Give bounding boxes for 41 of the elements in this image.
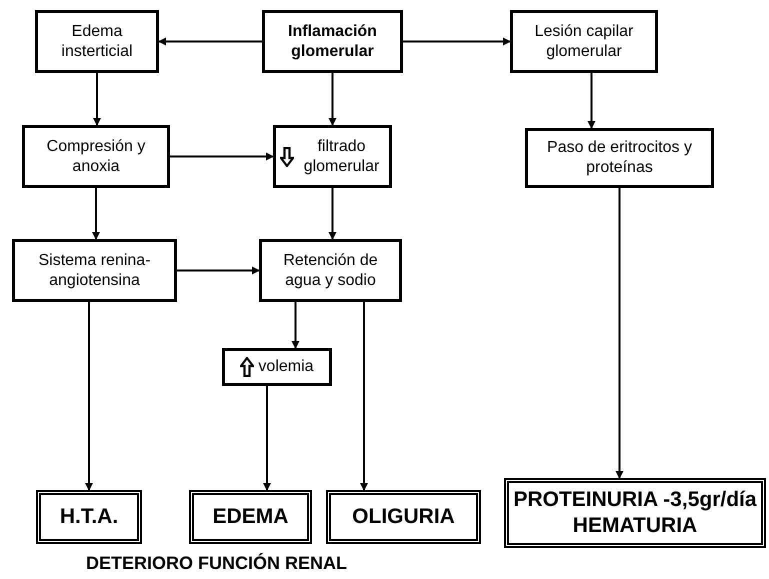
node-text: volemia [258,357,314,377]
arrow [158,38,262,46]
arrow [85,302,93,491]
arrow [328,188,336,240]
outcome-box [36,490,142,544]
arrow [92,188,100,240]
process-box [510,10,658,73]
arrow [93,73,101,126]
arrow [403,38,511,46]
process-box [222,348,332,386]
node-text: EDEMA [212,504,288,530]
node-text: PROTEINURIA -3,5gr/día HEMATURIA [513,486,757,539]
arrow [263,386,271,491]
arrow [588,73,596,129]
arrow [616,188,624,479]
process-box [273,125,392,188]
node-text: filtrado glomerular [302,136,380,176]
node-text: Compresión y anoxia [46,136,146,176]
node-text: Lesión capilar glomerular [534,22,634,62]
process-box [525,128,714,188]
process-box [35,10,159,73]
outcome-box [326,490,481,544]
node-text: Sistema renina-angiotensina [37,250,152,290]
process-box [22,125,170,188]
outcome-box [189,490,312,544]
node-text: Paso de eritrocitos y proteínas [546,138,693,178]
node-text: H.T.A. [60,504,118,530]
process-box [259,239,402,302]
arrow [328,73,336,126]
footer-label: DETERIORO FUNCIÓN RENAL [86,552,347,575]
process-box [12,239,177,302]
arrow [177,266,260,274]
outcome-box [504,478,766,548]
arrow [170,152,274,160]
node-text: Retención de agua y sodio [282,250,379,290]
node-text: OLIGURIA [352,504,455,530]
arrow [360,302,368,491]
node-text: Inflamación glomerular [287,22,378,62]
arrow [292,302,300,349]
process-box [262,10,403,73]
node-text: Edema insterticial [60,22,134,62]
